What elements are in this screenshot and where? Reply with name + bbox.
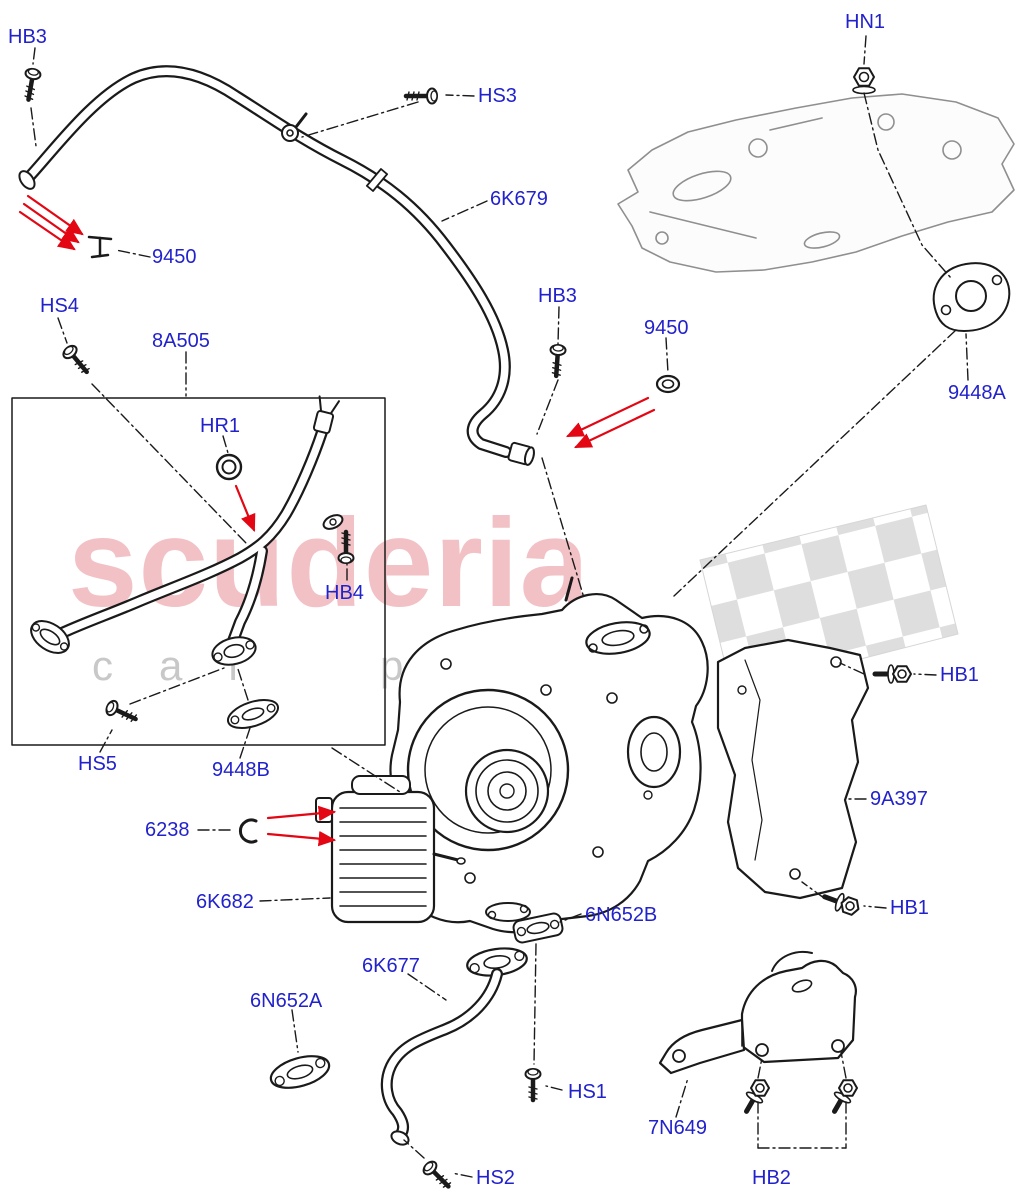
actuator-6k682 — [315, 775, 466, 924]
oil-drain-pipe-6k677 — [380, 947, 528, 1146]
gasket-6n652b — [512, 912, 564, 944]
clamp-9450-left — [87, 235, 113, 259]
part-label-hb2[interactable]: HB2 — [752, 1167, 791, 1189]
oring-hr1 — [215, 453, 243, 481]
snap-ring-6238 — [238, 818, 258, 844]
heat-shield-9a397 — [716, 638, 870, 900]
nut-hn1 — [852, 67, 876, 95]
part-label-9448a[interactable]: 9448A — [948, 382, 1006, 404]
part-label-hs3[interactable]: HS3 — [478, 85, 517, 107]
clamp-9450-right — [655, 374, 681, 394]
gasket-9448b — [226, 699, 280, 729]
part-label-9450-left[interactable]: 9450 — [152, 246, 197, 268]
part-label-6k682[interactable]: 6K682 — [196, 891, 254, 913]
sensor-hb3-top-left — [21, 68, 41, 101]
screw-hs3 — [406, 89, 437, 104]
bolt-hb4 — [339, 532, 354, 563]
part-label-hs1[interactable]: HS1 — [568, 1081, 607, 1103]
part-label-hb1-bottom[interactable]: HB1 — [890, 897, 929, 919]
part-label-6k679[interactable]: 6K679 — [490, 188, 548, 210]
part-label-6k677[interactable]: 6K677 — [362, 955, 420, 977]
part-label-hb3-top-left[interactable]: HB3 — [8, 26, 47, 48]
part-label-hb1-top[interactable]: HB1 — [940, 664, 979, 686]
part-box-8a505 — [11, 397, 386, 746]
bolt-hb3-mid — [549, 344, 566, 376]
part-label-6238[interactable]: 6238 — [145, 819, 190, 841]
bracket-7n649 — [658, 951, 857, 1075]
screw-hs1 — [526, 1069, 541, 1100]
part-label-hs4[interactable]: HS4 — [40, 295, 79, 317]
water-pipe-8a505 — [30, 395, 344, 666]
red-arrows — [18, 194, 656, 847]
part-label-8a505[interactable]: 8A505 — [152, 330, 210, 352]
part-label-6n652b[interactable]: 6N652B — [585, 904, 658, 926]
coolant-pipe-6k679 — [18, 65, 535, 466]
turbocharger — [389, 576, 709, 934]
gasket-6n652a — [269, 1055, 331, 1089]
screw-hs4 — [61, 343, 92, 376]
part-label-hs2[interactable]: HS2 — [476, 1167, 515, 1189]
bolt-hb2-right — [827, 1076, 861, 1116]
part-label-hn1[interactable]: HN1 — [845, 11, 886, 33]
part-label-hb4[interactable]: HB4 — [325, 582, 364, 604]
exhaust-manifold-context — [617, 93, 1015, 273]
part-label-7n649[interactable]: 7N649 — [648, 1117, 707, 1139]
part-label-9450-right[interactable]: 9450 — [644, 317, 689, 339]
part-label-hr1[interactable]: HR1 — [200, 415, 241, 437]
part-label-hs5[interactable]: HS5 — [78, 753, 117, 775]
screw-hs2 — [421, 1159, 454, 1192]
bolt-hb1-bottom — [822, 888, 862, 917]
leader-lines — [30, 35, 969, 1178]
part-label-hb3-mid[interactable]: HB3 — [538, 285, 577, 307]
part-label-6n652a[interactable]: 6N652A — [250, 990, 323, 1012]
part-label-9a397[interactable]: 9A397 — [870, 788, 928, 810]
part-label-9448b[interactable]: 9448B — [212, 759, 270, 781]
bolt-hb2-left — [739, 1076, 773, 1116]
bolt-hb1-top — [875, 665, 911, 683]
gasket-9448a — [932, 262, 1011, 332]
